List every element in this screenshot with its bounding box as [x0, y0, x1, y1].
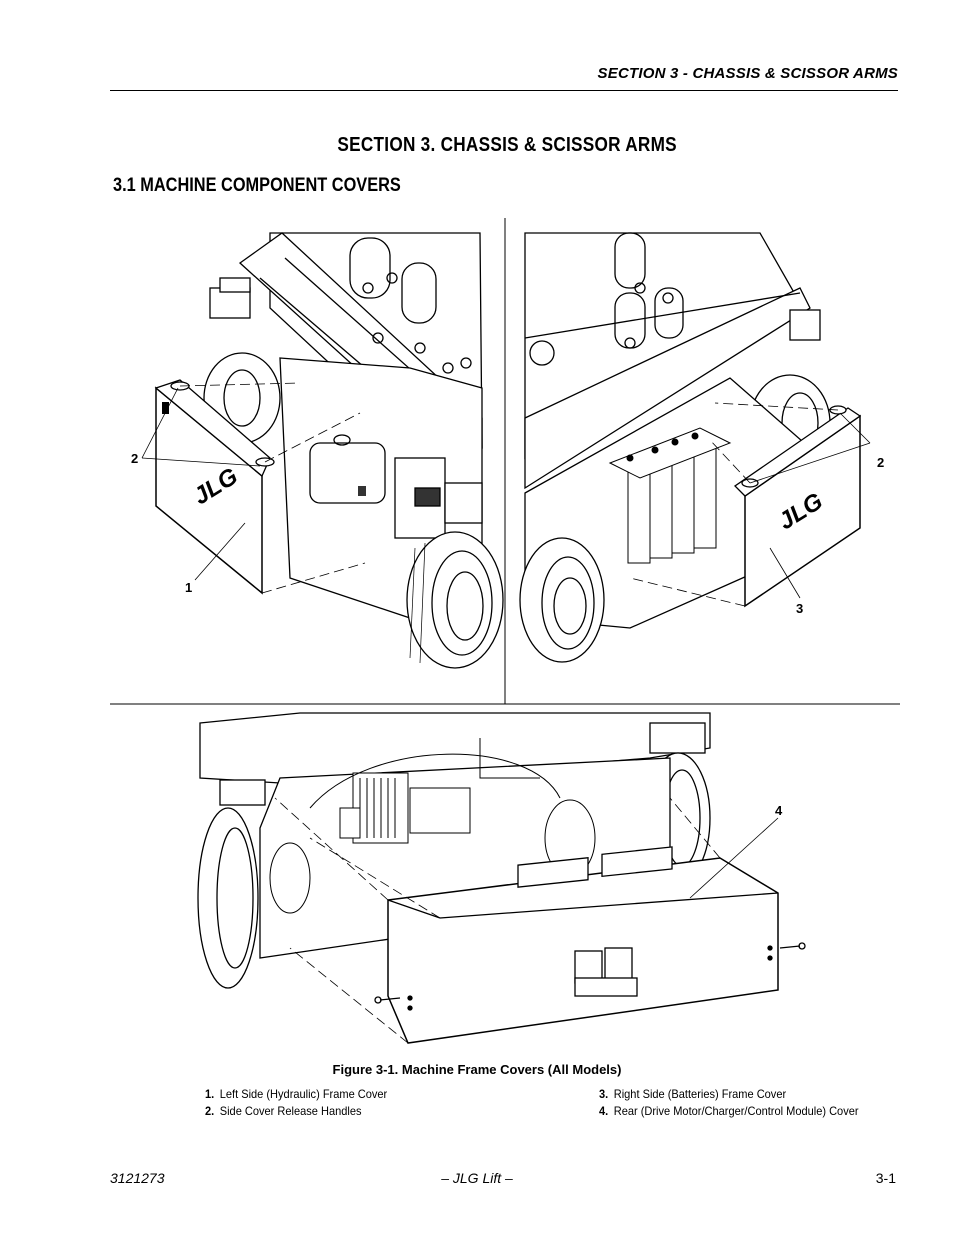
legend-text: Left Side (Hydraulic) Frame Cover [219, 1087, 388, 1101]
subsection-title: 3.1 MACHINE COMPONENT COVERS [113, 175, 401, 196]
legend-item: 1. Left Side (Hydraulic) Frame Cover [205, 1087, 387, 1101]
section-title: SECTION 3. CHASSIS & SCISSOR ARMS [337, 134, 677, 156]
legend-item: 4. Rear (Drive Motor/Charger/Control Modu… [599, 1104, 859, 1118]
legend-item: 2. Side Cover Release Handles [205, 1104, 362, 1118]
footer-center: – JLG Lift – [441, 1170, 513, 1186]
callout-1: 1 [185, 580, 193, 595]
callout-3: 3 [796, 601, 804, 616]
callout-2-right: 2 [877, 455, 885, 470]
figure-caption: Figure 3-1. Machine Frame Covers (All Mo… [332, 1062, 622, 1077]
header-rule [110, 90, 898, 91]
callout-2-left: 2 [131, 451, 139, 466]
left-view-illustration: JLG [141, 232, 504, 669]
legend-text: Rear (Drive Motor/Charger/Control Module… [613, 1104, 859, 1118]
callout-4: 4 [775, 803, 783, 818]
legend-text: Right Side (Batteries) Frame Cover [613, 1087, 787, 1101]
legend-number: 3. [599, 1087, 609, 1101]
legend-number: 2. [205, 1104, 215, 1118]
right-view-illustration: JLG [519, 232, 871, 663]
document-number: 3121273 [110, 1170, 165, 1186]
legend-item: 3. Right Side (Batteries) Frame Cover [599, 1087, 786, 1101]
machine-frame-covers-figure: JLG [110, 218, 900, 1044]
legend-number: 1. [205, 1087, 215, 1101]
page-number: 3-1 [875, 1170, 896, 1186]
rear-view-illustration [197, 712, 806, 1044]
running-header: SECTION 3 - CHASSIS & SCISSOR ARMS [597, 65, 898, 82]
legend-text: Side Cover Release Handles [219, 1104, 362, 1118]
legend-number: 4. [599, 1104, 609, 1118]
